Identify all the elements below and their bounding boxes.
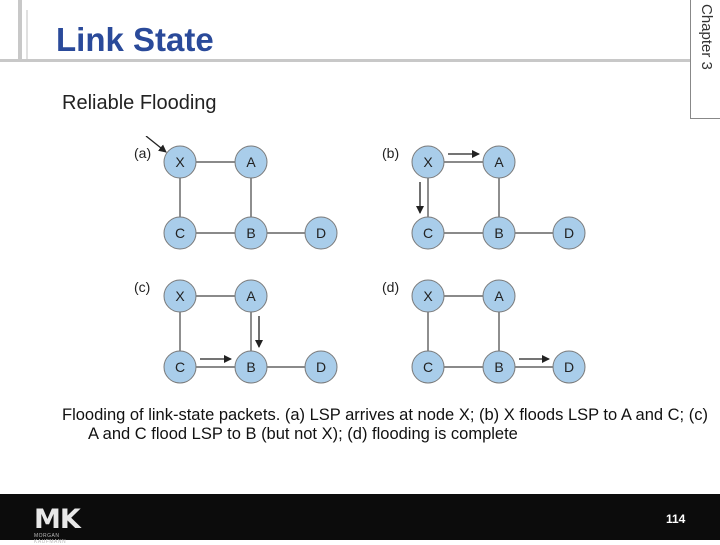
node-b (234, 216, 268, 250)
node-b (234, 350, 268, 384)
node-d (552, 216, 586, 250)
node-d (552, 350, 586, 384)
node-a (482, 145, 516, 179)
node-c (411, 350, 445, 384)
node-label: B (494, 359, 503, 375)
node-c (163, 350, 197, 384)
node-a (234, 145, 268, 179)
flooding-diagram: (a) X A C B D (b) X A C B D (c) X A C B D (d) X A C B D (134, 136, 586, 384)
chapter-label: Chapter 3 (698, 4, 715, 70)
node-label: D (316, 359, 326, 375)
node-c (163, 216, 197, 250)
node-label: C (175, 225, 185, 241)
node-label: A (494, 154, 504, 170)
node-label: A (246, 154, 256, 170)
node-label: A (246, 288, 256, 304)
node-x (411, 279, 445, 313)
panel-d: (d) X A C B D (382, 279, 586, 384)
publisher-logo: MK MORGAN KAUFMANN (16, 500, 81, 545)
node-label: X (423, 288, 433, 304)
panel-label: (a) (134, 145, 151, 161)
panel-label: (b) (382, 145, 399, 161)
node-label: A (494, 288, 504, 304)
node-d (304, 216, 338, 250)
node-label: B (246, 359, 255, 375)
node-c (411, 216, 445, 250)
node-label: X (175, 154, 185, 170)
node-a (234, 279, 268, 313)
node-label: D (564, 359, 574, 375)
node-b (482, 350, 516, 384)
publisher-logo-text: MK (34, 504, 81, 535)
node-label: C (423, 359, 433, 375)
node-label: B (246, 225, 255, 241)
header-rule-horizontal (0, 59, 690, 62)
node-label: C (423, 225, 433, 241)
slide-subtitle: Reliable Flooding (62, 92, 217, 114)
node-a (482, 279, 516, 313)
node-x (411, 145, 445, 179)
node-d (304, 350, 338, 384)
node-label: B (494, 225, 503, 241)
slide-title: Link State (56, 21, 214, 58)
figure-caption: Flooding of link-state packets. (a) LSP … (62, 406, 708, 443)
panel-c: (c) X A C B D (134, 279, 338, 384)
header-rule-vertical-thin (26, 10, 28, 62)
node-label: X (423, 154, 433, 170)
header-rule-vertical (18, 0, 22, 62)
panel-label: (c) (134, 279, 150, 295)
node-label: D (316, 225, 326, 241)
page-number: 114 (666, 512, 686, 526)
footer-bar: MK MORGAN KAUFMANN 114 (0, 494, 720, 545)
node-x (163, 279, 197, 313)
chapter-tab (690, 0, 720, 119)
node-label: D (564, 225, 574, 241)
node-x (163, 145, 197, 179)
panel-label: (d) (382, 279, 399, 295)
node-b (482, 216, 516, 250)
node-label: X (175, 288, 185, 304)
node-label: C (175, 359, 185, 375)
panel-a: (a) X A C B D (134, 136, 338, 250)
publisher-logo-subtext: MORGAN KAUFMANN (34, 533, 67, 545)
incoming-lsp-arrow (145, 136, 167, 153)
panel-b: (b) X A C B D (382, 145, 586, 250)
